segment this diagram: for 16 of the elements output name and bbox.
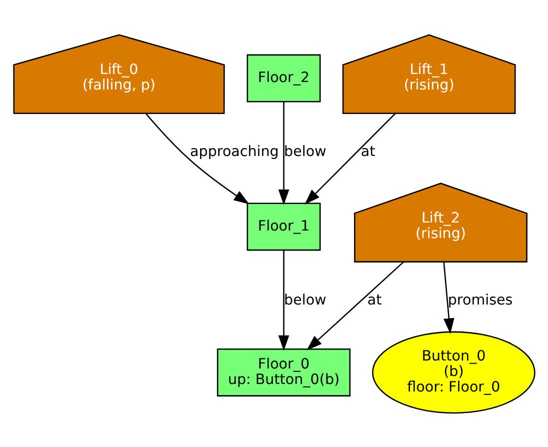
- arrow: [278, 101, 290, 205]
- node-ellipse: Button_0 (b) floor: Floor_0: [372, 330, 536, 414]
- node-box: Floor_2: [246, 54, 321, 102]
- edge-label: at: [367, 292, 382, 308]
- edge-label: below: [284, 144, 326, 160]
- arrow: [278, 250, 290, 350]
- arrow: [443, 261, 454, 334]
- arrow: [306, 260, 404, 350]
- edge-label: promises: [448, 292, 513, 308]
- edge-label: below: [284, 292, 326, 308]
- arrow: [304, 112, 396, 204]
- edge-label: at: [360, 144, 376, 160]
- node-box: Floor_1: [246, 202, 321, 250]
- node-box: Floor_0 up: Button_0(b): [216, 348, 351, 396]
- edge-label: approaching: [190, 144, 279, 160]
- arrow: [145, 112, 250, 204]
